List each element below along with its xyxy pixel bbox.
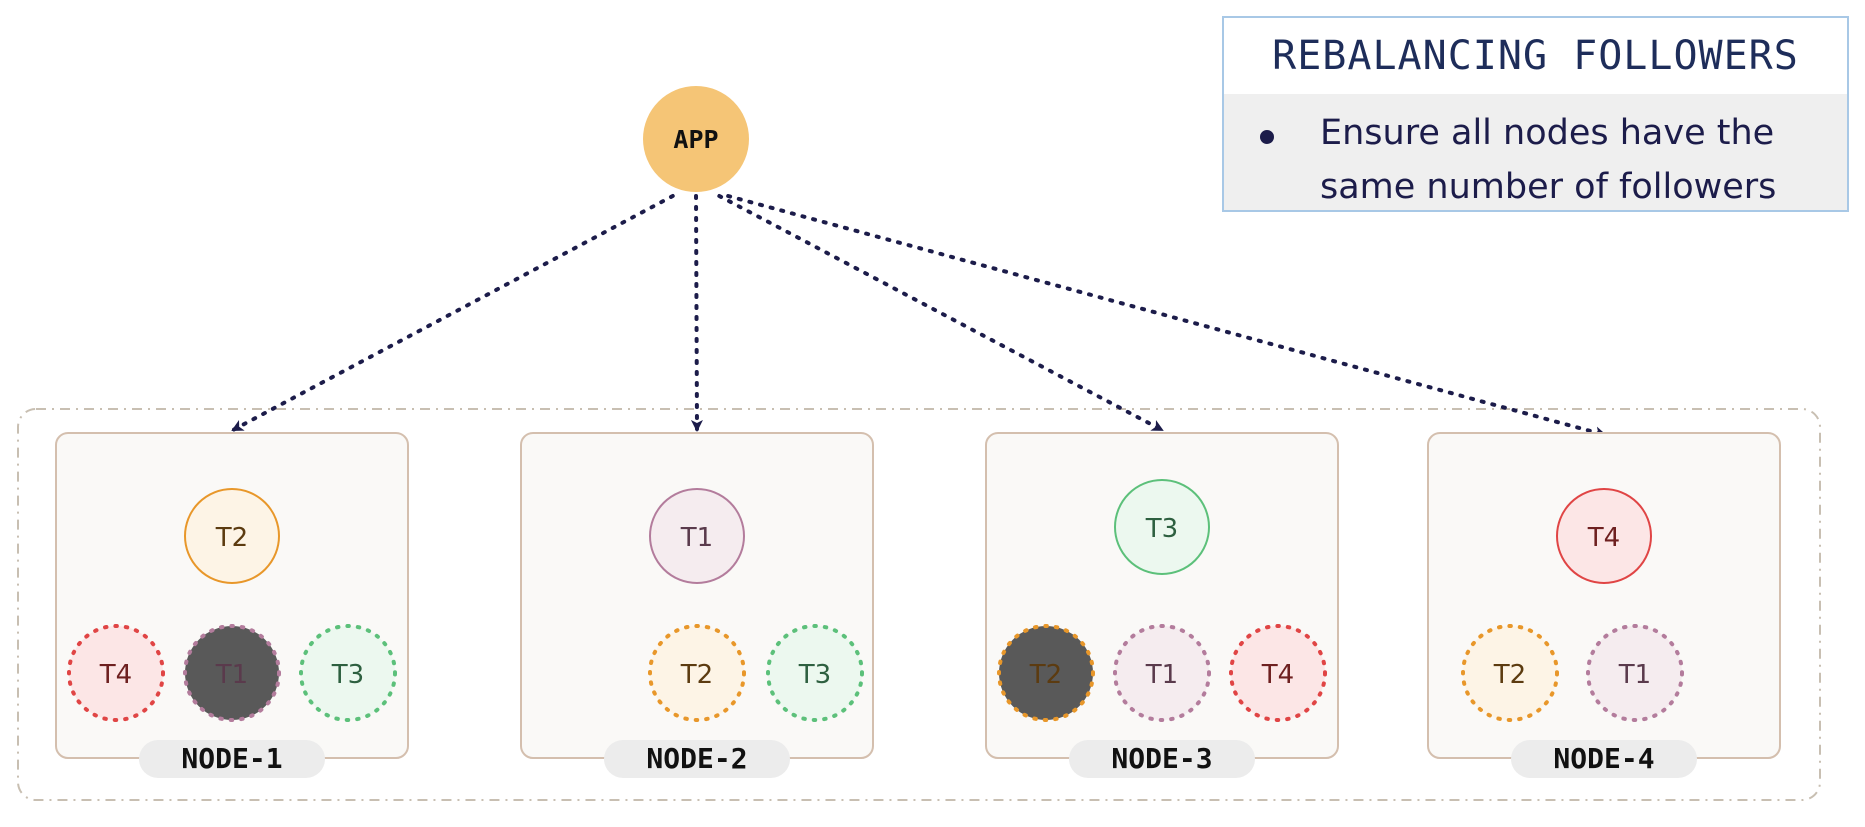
info-title: REBALANCING FOLLOWERS bbox=[1224, 18, 1847, 94]
node-badge bbox=[1069, 740, 1255, 778]
follower-t2-circle bbox=[648, 624, 746, 722]
leader-t1: T1 bbox=[649, 488, 745, 584]
leader-t4-label: T4 bbox=[1587, 523, 1620, 553]
bullet-dot-icon bbox=[1260, 130, 1274, 144]
app-node: APP bbox=[643, 86, 749, 192]
follower-t4-label: T4 bbox=[1261, 660, 1294, 690]
follower-t3-label: T3 bbox=[798, 660, 831, 690]
node-badge bbox=[604, 740, 790, 778]
follower-t1: T1 bbox=[1586, 624, 1684, 722]
follower-t3-circle bbox=[299, 624, 397, 722]
leader-t2-label: T2 bbox=[215, 523, 248, 553]
node-label: NODE-4 bbox=[1553, 742, 1654, 775]
follower-t2-circle bbox=[1461, 624, 1559, 722]
follower-t1: T1 bbox=[183, 624, 281, 722]
leader-t1-circle bbox=[649, 488, 745, 584]
leader-t4: T4 bbox=[1556, 488, 1652, 584]
cluster-outline bbox=[17, 408, 1821, 801]
info-bullet: Ensure all nodes have the same number of… bbox=[1260, 106, 1827, 214]
follower-t3: T3 bbox=[766, 624, 864, 722]
follower-t1-circle bbox=[1586, 624, 1684, 722]
node-label: NODE-3 bbox=[1111, 742, 1212, 775]
info-body: Ensure all nodes have the same number of… bbox=[1224, 94, 1847, 210]
node-label: NODE-1 bbox=[181, 742, 282, 775]
follower-t3: T3 bbox=[299, 624, 397, 722]
follower-t4-label: T4 bbox=[99, 660, 132, 690]
leader-t4-circle bbox=[1556, 488, 1652, 584]
follower-t4: T4 bbox=[67, 624, 165, 722]
app-circle bbox=[643, 86, 749, 192]
leader-t3-label: T3 bbox=[1145, 514, 1178, 544]
follower-t1-circle bbox=[1113, 624, 1211, 722]
node-label: NODE-2 bbox=[646, 742, 747, 775]
follower-t2-label: T2 bbox=[1493, 660, 1526, 690]
arrow-to-node-1 bbox=[231, 194, 675, 432]
arrow-to-node-2 bbox=[690, 194, 703, 432]
follower-t1: T1 bbox=[1113, 624, 1211, 722]
follower-t4: T4 bbox=[1229, 624, 1327, 722]
node-badge bbox=[1511, 740, 1697, 778]
leader-t2: T2 bbox=[184, 488, 280, 584]
info-bullet-text: Ensure all nodes have the same number of… bbox=[1320, 113, 1777, 207]
follower-t2-label: T2 bbox=[680, 660, 713, 690]
follower-t3-circle bbox=[766, 624, 864, 722]
follower-t1-label: T1 bbox=[1618, 660, 1651, 690]
arrow-to-node-4 bbox=[726, 194, 1607, 439]
follower-t2-label: T2 bbox=[1029, 660, 1062, 690]
follower-t4-circle bbox=[67, 624, 165, 722]
follower-t2: T2 bbox=[648, 624, 746, 722]
follower-t4-circle bbox=[1229, 624, 1327, 722]
follower-t1-label: T1 bbox=[215, 660, 248, 690]
app-label: APP bbox=[673, 125, 718, 154]
follower-t1-circle bbox=[183, 624, 281, 722]
follower-t2: T2 bbox=[997, 624, 1095, 722]
leader-t3-circle bbox=[1114, 479, 1210, 575]
node-badge bbox=[139, 740, 325, 778]
leader-t3: T3 bbox=[1114, 479, 1210, 575]
follower-t3-label: T3 bbox=[331, 660, 364, 690]
follower-t1-label: T1 bbox=[1145, 660, 1178, 690]
follower-t2-circle bbox=[997, 624, 1095, 722]
leader-t2-circle bbox=[184, 488, 280, 584]
arrow-to-node-3 bbox=[717, 194, 1164, 432]
leader-t1-label: T1 bbox=[680, 523, 713, 553]
info-box: REBALANCING FOLLOWERS Ensure all nodes h… bbox=[1222, 16, 1849, 212]
follower-t2: T2 bbox=[1461, 624, 1559, 722]
